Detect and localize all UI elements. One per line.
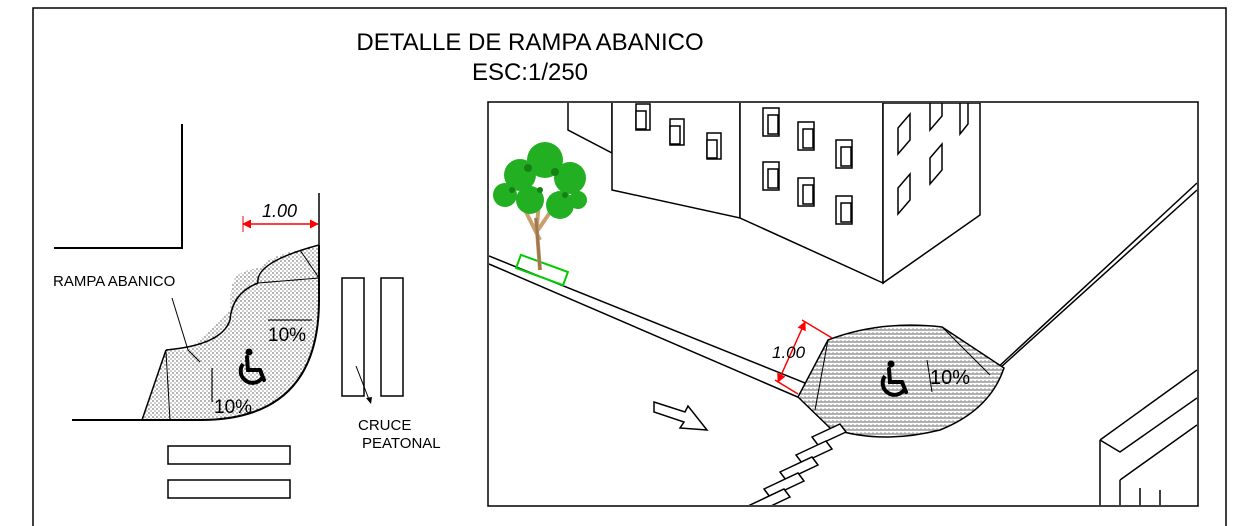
perspective-view: 10% 1.00 (487, 101, 1199, 507)
crossing-leader-line (355, 365, 371, 403)
drawing-frame (32, 7, 1227, 526)
perspective-dimension-label: 1.00 (772, 343, 806, 362)
drawing-scale: ESC:1/250 (472, 59, 588, 86)
perspective-slope-label: 10% (930, 367, 970, 389)
tree-icon (493, 142, 587, 287)
building-corner-line (54, 124, 183, 249)
perspective-ramp-fold (814, 326, 991, 411)
plan-ramp-fold (165, 351, 171, 421)
crosswalk-bar (167, 445, 291, 465)
plan-ramp-surface (142, 247, 319, 420)
ramp-leader-line (171, 297, 201, 363)
drawing-title: DETALLE DE RAMPA ABANICO (356, 29, 703, 56)
plan-dimension-label: 1.00 (262, 201, 297, 221)
sidewalk-curb-back (489, 263, 801, 399)
plan-ramp-fold-2 (299, 249, 320, 279)
crossing-label-line1: CRUCE (358, 417, 411, 434)
perspective-crosswalk (748, 423, 848, 505)
crosswalk-bar (167, 479, 291, 499)
wheelchair-icon (880, 360, 908, 397)
tree-planter (514, 253, 570, 287)
plan-ramp-inner-curve (165, 282, 259, 351)
building-bottom-right-top (1099, 397, 1197, 453)
slope-upper-label: 10% (268, 325, 306, 346)
plan-ramp-edge-left (141, 349, 167, 421)
perspective-dimension-line (777, 321, 806, 383)
direction-arrow-icon (653, 400, 709, 431)
perspective-slope-arrow (926, 359, 933, 393)
crosswalk-bar (341, 277, 365, 397)
plan-ramp-edge-top (257, 277, 320, 284)
plan-view: 1.00 RAMPA ABANICO 10% 10% CRUCE PEATONA… (53, 124, 441, 499)
perspective-dimension-ext (801, 319, 833, 339)
building-corner-side (882, 103, 981, 285)
sidewalk-edge-right (994, 182, 1197, 371)
wheelchair-icon (238, 348, 266, 385)
sidewalk-curb-right (999, 189, 1197, 369)
crossing-label-line2: PEATONAL (362, 435, 441, 452)
windows-side (897, 103, 969, 217)
slope-lower-label: 10% (214, 397, 252, 418)
windows-middle (635, 103, 722, 160)
crosswalk-bar (380, 277, 404, 397)
crossing-leader-arrow (366, 397, 372, 404)
windows-corner (762, 107, 853, 225)
perspective-dimension-ext-2 (774, 379, 799, 395)
ramp-label: RAMPA ABANICO (53, 273, 175, 290)
plan-ramp-inner-arc (257, 244, 320, 284)
building-bottom-right (1099, 369, 1197, 505)
plan-ramp-outline (72, 245, 320, 421)
